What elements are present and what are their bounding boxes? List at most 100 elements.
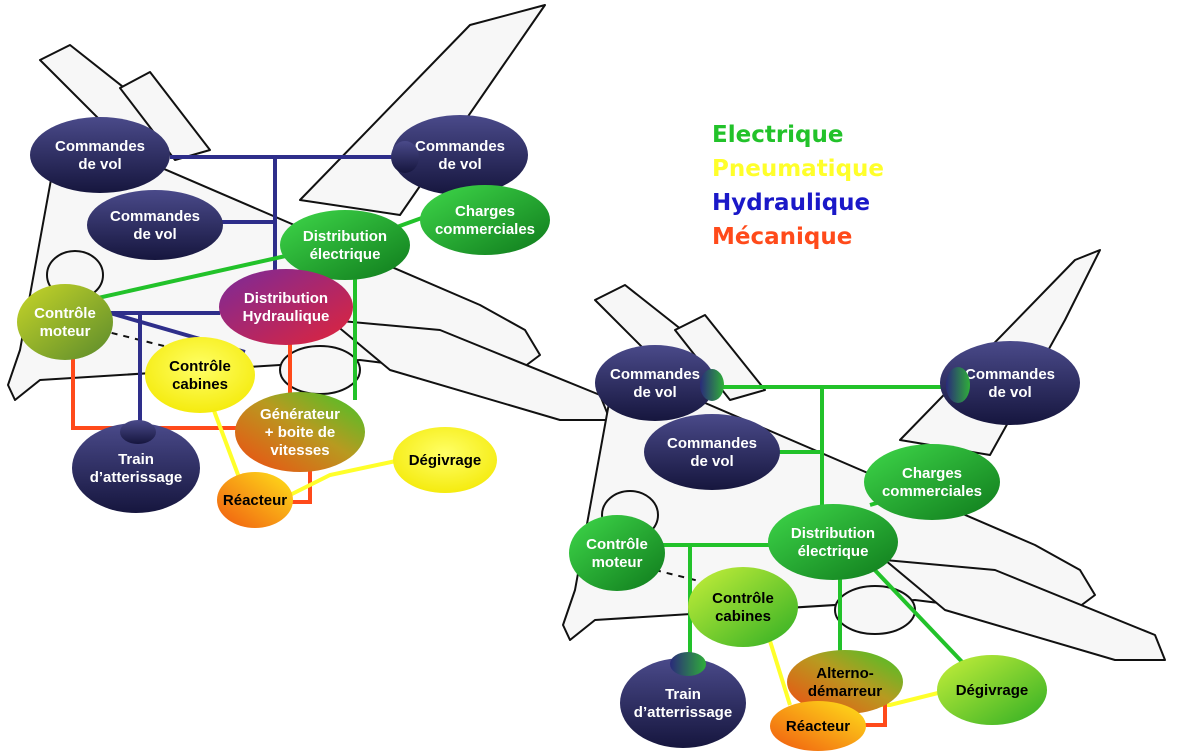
node-label: Charges: [902, 465, 962, 482]
node-label: Commandes: [110, 208, 200, 225]
node-label: Charges: [455, 203, 515, 220]
node-label: vitesses: [270, 442, 329, 459]
connector-cap: [700, 369, 724, 401]
node-label: Alterno-: [816, 665, 874, 682]
connector-cap: [946, 367, 970, 403]
node-label: de vol: [988, 384, 1031, 401]
connector-cap: [670, 652, 706, 676]
node-ellipse: [569, 515, 665, 591]
node-ellipse: [393, 427, 497, 493]
node-label: Contrôle: [712, 590, 774, 607]
node-ellipse: [937, 655, 1047, 725]
node-label: Commandes: [415, 138, 505, 155]
node-label: de vol: [78, 156, 121, 173]
node-label: électrique: [798, 543, 869, 560]
node-ellipse: [620, 658, 746, 748]
node-label: + boite de: [265, 424, 335, 441]
node-label: Réacteur: [786, 718, 850, 735]
system-node: Dégivrage: [393, 427, 497, 493]
node-label: Commandes: [667, 435, 757, 452]
node-label: Distribution: [791, 525, 875, 542]
node-ellipse: [145, 337, 255, 413]
node-label: Train: [118, 451, 154, 468]
node-label: Contrôle: [586, 536, 648, 553]
node-label: Distribution: [303, 228, 387, 245]
system-node: Réacteur: [217, 472, 293, 528]
node-label: Contrôle: [169, 358, 231, 375]
node-label: commerciales: [435, 221, 535, 238]
node-label: Contrôle: [34, 305, 96, 322]
node-ellipse: [644, 414, 780, 490]
connector-cap: [120, 420, 156, 444]
node-ellipse: [940, 341, 1080, 425]
node-ellipse: [280, 210, 410, 280]
node-ellipse: [688, 567, 798, 647]
node-label: de vol: [438, 156, 481, 173]
legend: ElectriquePneumatiqueHydrauliqueMécaniqu…: [712, 122, 884, 250]
node-label: cabines: [715, 608, 771, 625]
node-ellipse: [87, 190, 223, 260]
node-ellipse: [72, 423, 200, 513]
node-label: Distribution: [244, 290, 328, 307]
legend-item: Electrique: [712, 122, 844, 148]
node-label: démarreur: [808, 683, 882, 700]
node-label: commerciales: [882, 483, 982, 500]
node-label: Réacteur: [223, 492, 287, 509]
node-ellipse: [217, 472, 293, 528]
system-node: Alterno-démarreur: [787, 650, 903, 714]
connector-cap: [391, 141, 419, 173]
legend-item: Hydraulique: [712, 190, 870, 216]
system-node: Dégivrage: [937, 655, 1047, 725]
node-label: Dégivrage: [956, 682, 1029, 699]
node-ellipse: [595, 345, 715, 421]
node-label: Hydraulique: [243, 308, 330, 325]
node-ellipse: [392, 115, 528, 195]
node-ellipse: [787, 650, 903, 714]
node-label: d’atterissage: [90, 469, 183, 486]
legend-item: Pneumatique: [712, 156, 884, 182]
node-ellipse: [768, 504, 898, 580]
legend-item: Mécanique: [712, 224, 852, 250]
node-label: Dégivrage: [409, 452, 482, 469]
node-label: de vol: [690, 453, 733, 470]
node-label: Commandes: [55, 138, 145, 155]
node-ellipse: [235, 392, 365, 472]
node-label: d’atterrissage: [634, 704, 732, 721]
node-label: Commandes: [965, 366, 1055, 383]
connections-right: [660, 385, 967, 727]
node-label: de vol: [133, 226, 176, 243]
node-label: cabines: [172, 376, 228, 393]
node-label: Commandes: [610, 366, 700, 383]
node-label: moteur: [592, 554, 643, 571]
node-label: électrique: [310, 246, 381, 263]
node-label: moteur: [40, 323, 91, 340]
node-ellipse: [420, 185, 550, 255]
node-ellipse: [17, 284, 113, 360]
node-label: Générateur: [260, 406, 340, 423]
node-ellipse: [864, 444, 1000, 520]
system-node: Réacteur: [770, 701, 866, 751]
node-ellipse: [219, 269, 353, 345]
node-ellipse: [30, 117, 170, 193]
